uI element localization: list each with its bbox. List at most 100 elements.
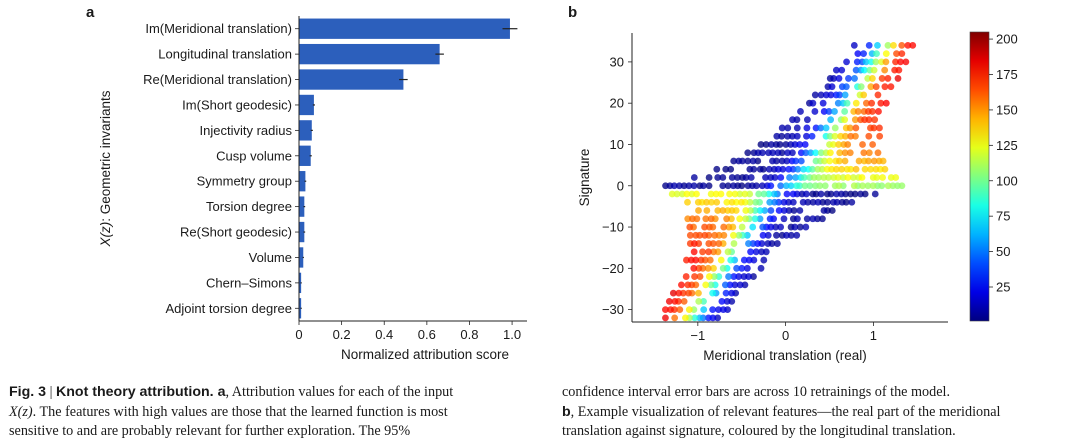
scatter-point	[746, 190, 754, 198]
scatter-point	[789, 190, 797, 198]
scatter-point	[741, 281, 749, 289]
x-tick-label: 1	[870, 328, 877, 343]
scatter-point	[726, 281, 734, 289]
scatter-point	[705, 314, 712, 322]
scatter-point	[740, 256, 748, 264]
scatter-point	[746, 198, 754, 206]
scatter-point	[869, 141, 877, 148]
scatter-point	[793, 132, 801, 140]
scatter-point	[695, 297, 703, 305]
scatter-point	[701, 223, 708, 231]
scatter-point	[892, 58, 899, 66]
x-axis-title: Normalized attribution score	[341, 347, 509, 362]
scatter-point	[780, 207, 788, 214]
scatter-point	[690, 240, 698, 247]
scatter-point	[827, 91, 835, 99]
scatter-point	[852, 99, 860, 107]
scatter-point	[822, 124, 830, 132]
x-tick-label: 0.6	[418, 327, 436, 342]
scatter-point	[691, 273, 698, 280]
scatter-point	[730, 273, 738, 280]
scatter-point	[834, 99, 842, 107]
scatter-point	[668, 190, 676, 198]
scatter-point	[844, 174, 852, 181]
scatter-point	[752, 248, 760, 256]
scatter-point	[708, 198, 715, 206]
scatter-point	[834, 174, 842, 181]
scatter-point	[683, 256, 690, 264]
scatter-point	[852, 66, 860, 74]
scatter-point	[707, 215, 715, 223]
scatter-point	[757, 264, 765, 272]
scatter-point	[837, 132, 845, 140]
colorbar-tick-label: 100	[996, 173, 1018, 188]
scatter-point	[878, 75, 886, 82]
scatter-point	[766, 198, 774, 206]
scatter-point	[750, 256, 758, 264]
x-tick-label: −1	[690, 328, 705, 343]
scatter-point	[728, 297, 736, 305]
y-tick-label: Longitudinal translation	[158, 47, 292, 62]
scatter-point	[760, 190, 768, 198]
scatter-point	[691, 314, 699, 322]
scatter-point	[851, 75, 858, 82]
scatter-point	[662, 314, 669, 322]
caption-left-line3: sensitive to and are probably relevant f…	[9, 423, 411, 439]
scatter-point	[803, 124, 811, 132]
scatter-point	[705, 223, 713, 231]
scatter-point	[827, 116, 835, 124]
scatter-point	[870, 157, 878, 165]
scatter-point	[882, 58, 890, 66]
scatter-point	[797, 157, 805, 165]
scatter-point	[786, 174, 793, 181]
scatter-point	[828, 207, 836, 214]
scatter-point	[884, 75, 892, 82]
scatter-point	[881, 66, 889, 74]
scatter-point	[742, 174, 750, 181]
scatter-point	[789, 149, 796, 157]
scatter-point	[769, 149, 777, 157]
scatter-point	[681, 314, 689, 322]
scatter-point	[792, 174, 799, 181]
scatter-point	[769, 157, 776, 165]
scatter-point	[789, 165, 797, 173]
scatter-point	[898, 50, 906, 58]
x-tick-label: 0.8	[460, 327, 478, 342]
scatter-point	[855, 157, 863, 165]
scatter-point	[719, 264, 727, 272]
scatter-point	[808, 132, 816, 140]
scatter-point	[733, 264, 741, 272]
scatter-point	[702, 215, 710, 223]
scatter-point	[864, 75, 872, 82]
scatter-point	[844, 141, 852, 148]
colorbar-tick-label: 125	[996, 138, 1018, 153]
scatter-point	[671, 314, 679, 322]
x-axis-title: Meridional translation (real)	[703, 348, 867, 363]
scatter-point	[715, 240, 723, 247]
scatter-point	[784, 124, 792, 132]
colorbar-tick-label: 150	[996, 102, 1018, 117]
bar	[299, 196, 305, 217]
scatter-point	[868, 75, 876, 82]
scatter-point	[785, 207, 793, 214]
scatter-point	[814, 198, 822, 206]
scatter-point	[809, 165, 816, 173]
scatter-point	[868, 108, 876, 115]
scatter-point	[797, 108, 804, 115]
scatter-point	[767, 182, 775, 190]
panel-b-label: b	[568, 4, 578, 21]
scatter-point	[722, 165, 730, 173]
scatter-point	[803, 215, 811, 223]
scatter-point	[741, 190, 749, 198]
scatter-point	[796, 223, 804, 231]
scatter-point	[744, 149, 752, 157]
scatter-point	[683, 190, 691, 198]
scatter-point	[665, 297, 673, 305]
scatter-point	[803, 116, 811, 124]
scatter-point	[717, 190, 725, 198]
bar	[299, 247, 304, 268]
scatter-point	[757, 141, 765, 148]
scatter-point	[819, 99, 827, 107]
scatter-point	[865, 116, 873, 124]
scatter-point	[832, 66, 840, 74]
